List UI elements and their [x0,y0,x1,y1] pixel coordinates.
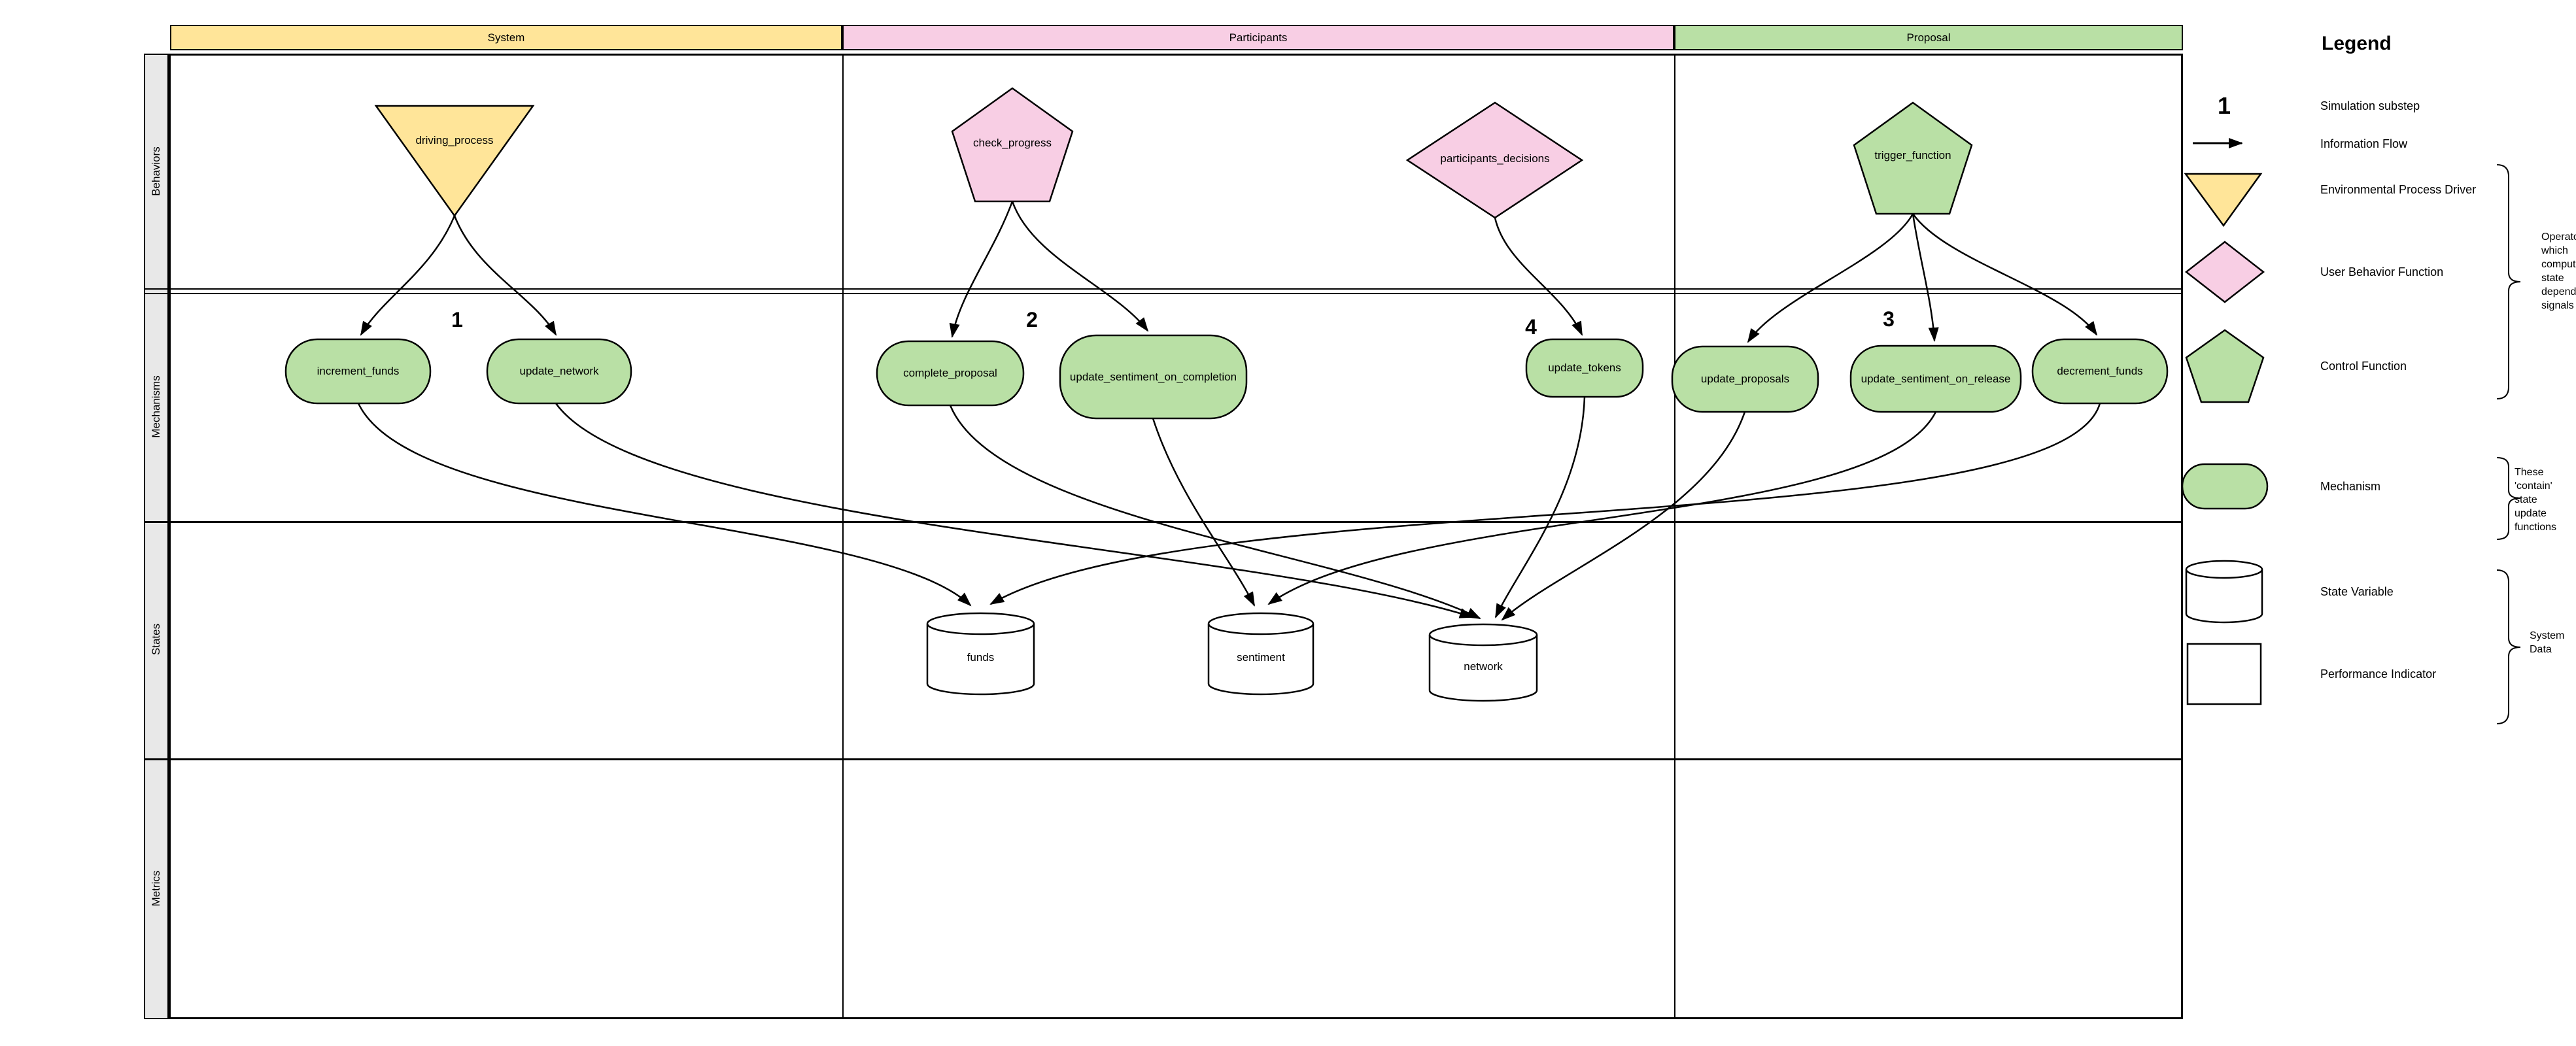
edge-update-tokens-to-network [1494,396,1586,618]
edge-check-progress-to-complete-proposal [949,201,1014,338]
complete-proposal-label: complete_proposal [903,367,997,380]
substep-number-4: 4 [1525,314,1537,339]
column-divider-system-participants [842,54,844,1019]
update-proposals-node[interactable] [1671,345,1819,413]
edge-driving-process-to-update-network [453,215,557,336]
legend-control-function-icon [2185,329,2265,403]
update-tokens-label: update_tokens [1548,362,1621,375]
increment-funds-label: increment_funds [317,365,400,378]
legend-label-performance-indicator: Performance Indicator [2320,667,2437,681]
participants-decisions-node[interactable] [1405,101,1584,219]
legend-substep-number-icon: 1 [2217,92,2231,119]
edge-complete-proposal-to-network [949,405,1481,620]
edge-participants-decisions-to-update-tokens [1494,217,1583,336]
legend-label-state-variable: State Variable [2320,584,2394,598]
sentiment-state-node[interactable] [1207,624,1314,696]
substep-number-1: 1 [451,307,463,331]
legend-title: Legend [2322,33,2392,54]
lane-divider-behaviors-1 [144,288,2183,290]
legend-label-user-behavior-function: User Behavior Function [2320,265,2444,278]
increment-funds-node[interactable] [284,338,432,405]
legend-label-information-flow: Information Flow [2320,137,2408,150]
lane-divider-mechanisms [144,521,2183,523]
update-tokens-node[interactable] [1525,338,1644,398]
pool-header-participants-label: Participants [1229,31,1288,44]
trigger-function-label: trigger_function [1874,149,1951,162]
check-progress-node[interactable] [951,87,1074,203]
update-sentiment-on-completion-label: update_sentiment_on_completion [1069,370,1237,383]
edge-check-progress-to-update-sentiment-on-completion [1011,201,1149,332]
edge-update-sentiment-on-release-to-sentiment [1267,411,1937,605]
legend-label-simulation-substep: Simulation substep [2320,99,2420,112]
lane-divider-behaviors-2 [144,293,2183,294]
network-state-node[interactable] [1428,635,1538,702]
legend-brace-mechanism [2496,457,2521,540]
sentiment-state-label: sentiment [1237,650,1285,664]
lane-divider-states [144,758,2183,760]
update-sentiment-on-release-label: update_sentiment_on_release [1861,372,2011,385]
column-divider-participants-proposal [1674,54,1675,1019]
pool-header-participants: Participants [842,25,1674,50]
substep-number-3: 3 [1883,307,1895,331]
pool-header-proposal-label: Proposal [1906,31,1951,44]
pool-header-proposal: Proposal [1674,25,2183,50]
update-sentiment-on-release-node[interactable] [1849,345,2022,413]
legend-label-control-function: Control Function [2320,359,2407,373]
update-network-node[interactable] [486,338,632,405]
funds-state-node[interactable] [926,624,1035,696]
legend-state-variable-icon [2185,569,2263,624]
lane-label-column [144,54,169,1019]
update-proposals-label: update_proposals [1700,373,1790,386]
update-sentiment-on-completion-node[interactable] [1059,334,1248,420]
edge-update-proposals-to-network [1501,411,1746,621]
participants-decisions-label: participants_decisions [1440,152,1550,165]
edge-trigger-function-to-update-sentiment-on-release [1912,213,1939,342]
driving-process-label: driving_process [415,134,494,147]
driving-process-node[interactable] [374,105,535,218]
legend-state-variable-icon-top [2185,560,2263,579]
update-network-label: update_network [519,365,599,378]
edge-update-sentiment-on-completion-to-sentiment [1152,418,1256,607]
decrement-funds-node[interactable] [2031,338,2169,405]
legend-label-mechanism: Mechanism [2320,479,2381,493]
check-progress-label: check_progress [972,137,1052,150]
legend-annotation-operators: Operators which compute state dependent … [2541,231,2576,311]
decrement-funds-label: decrement_funds [2057,365,2143,378]
edge-driving-process-to-increment-funds [360,215,456,336]
pool-header-system-label: System [487,31,525,44]
edge-decrement-funds-to-funds [989,403,2101,605]
edge-increment-funds-to-funds [357,403,972,607]
legend-label-environmental-process-driver: Environmental Process Driver [2320,182,2477,196]
legend-annotation-system-data: System Data [2530,630,2565,655]
legend-environmental-process-driver-icon [2184,173,2263,228]
edge-update-network-to-network [555,403,1474,618]
legend-annotation-state-update-functions: These 'contain' state update functions [2515,467,2557,533]
legend-brace-system-data [2496,569,2521,724]
network-state-top [1428,623,1538,647]
diagram-grid [169,54,2183,1019]
network-state-label: network [1464,660,1503,673]
funds-state-top [926,612,1035,635]
edge-trigger-function-to-decrement-funds [1912,213,2098,336]
sentiment-state-top [1207,612,1314,635]
funds-state-label: funds [967,650,995,664]
edge-trigger-function-to-update-proposals [1747,213,1914,343]
legend-performance-indicator-icon [2186,643,2262,705]
complete-proposal-node[interactable] [876,340,1025,407]
legend-brace-operators [2496,164,2521,399]
pool-header-system: System [170,25,842,50]
substep-number-2: 2 [1026,307,1038,331]
legend-mechanism-icon [2181,463,2269,510]
trigger-function-node[interactable] [1853,101,1973,215]
legend-user-behavior-function-icon [2184,241,2265,303]
